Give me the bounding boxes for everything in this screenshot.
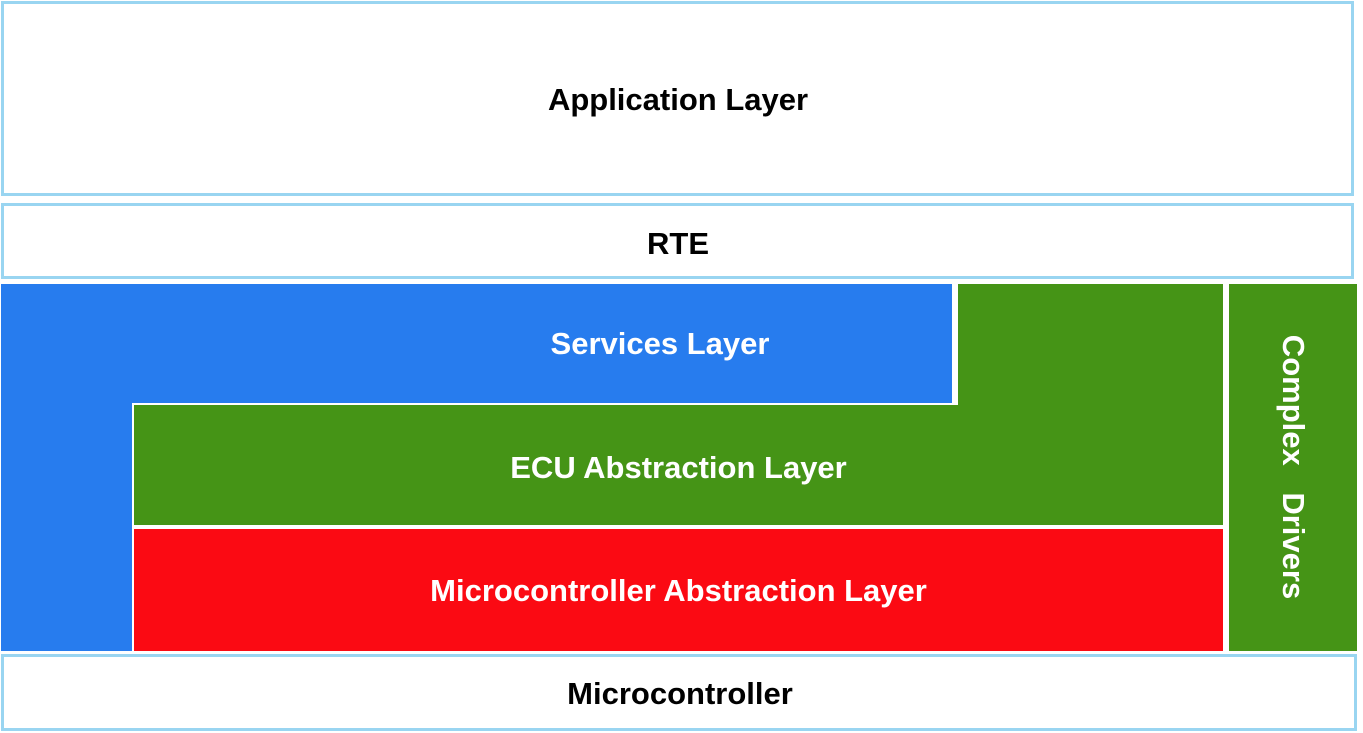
- rte-layer-label: RTE: [647, 226, 709, 261]
- services-layer-block: [1, 284, 952, 403]
- complex-drivers-label: Complex Drivers: [1276, 334, 1311, 600]
- services-layer-label: Services Layer: [550, 326, 770, 361]
- rte-layer-block: [1, 203, 1354, 279]
- ecu-abstraction-upper-block: [958, 284, 1223, 405]
- services-layer-side-block: [1, 403, 132, 651]
- microcontroller-label: Microcontroller: [567, 676, 793, 711]
- microcontroller-abstraction-layer-block: [134, 529, 1223, 651]
- application-layer-block: [1, 1, 1354, 196]
- microcontroller-block: [1, 654, 1357, 731]
- ecu-abstraction-layer-label: ECU Abstraction Layer: [510, 450, 847, 485]
- microcontroller-abstraction-layer-label: Microcontroller Abstraction Layer: [430, 573, 927, 608]
- ecu-abstraction-layer-block: [134, 405, 1223, 525]
- complex-drivers-block: [1229, 284, 1357, 651]
- application-layer-label: Application Layer: [547, 82, 809, 117]
